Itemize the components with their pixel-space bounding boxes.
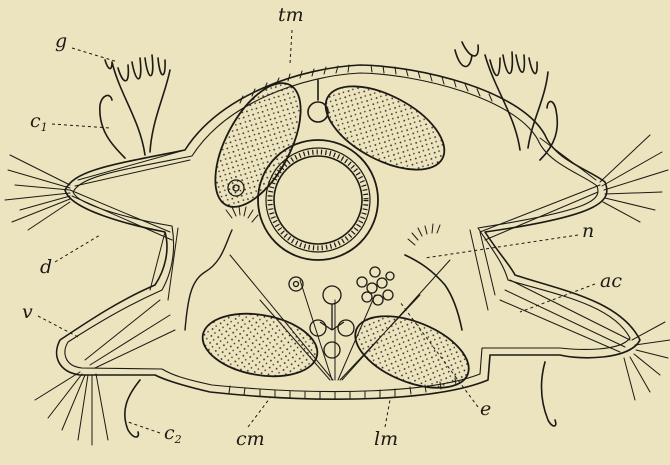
leader-d	[55, 235, 100, 262]
ventral-vessel	[323, 286, 341, 304]
nephridium-canal-left	[185, 230, 232, 330]
leader-g	[72, 48, 118, 62]
label-d: d	[40, 258, 52, 277]
leader-c2	[128, 422, 160, 433]
label-c2-base: c	[164, 422, 175, 444]
label-c1-sub: 1	[41, 121, 48, 134]
setae-right-lower	[624, 322, 670, 400]
label-tm: tm	[278, 6, 304, 25]
ventral-nerve-bottom	[324, 342, 340, 358]
label-cm: cm	[236, 430, 265, 449]
nephridium-canal-right	[405, 255, 462, 330]
setae-right-upper	[600, 135, 668, 222]
nephridial-cilia-right	[408, 224, 440, 245]
label-g: g	[55, 32, 67, 51]
leader-v	[38, 316, 80, 338]
egg	[373, 295, 383, 305]
leader-cm	[248, 398, 270, 427]
label-c2: c2	[164, 424, 182, 445]
ventral-muscle-left	[198, 305, 323, 384]
egg	[386, 272, 394, 280]
cell-center-inner	[294, 282, 299, 287]
setae-left-lower	[35, 372, 108, 445]
label-c1: c1	[30, 112, 48, 133]
label-n: n	[582, 222, 594, 241]
leader-tm	[290, 30, 292, 64]
label-c1-base: c	[30, 110, 41, 132]
label-ac: ac	[600, 272, 622, 291]
label-e: e	[480, 400, 491, 419]
egg	[357, 277, 367, 287]
intestine-inner	[274, 156, 362, 244]
ventral-cirrus-left	[125, 380, 140, 437]
ventral-nerve-right	[338, 320, 354, 336]
label-lm: lm	[374, 430, 398, 449]
gill-left	[105, 55, 170, 155]
ventral-nerve-left	[310, 320, 326, 336]
label-v: v	[22, 303, 33, 322]
leader-lm	[385, 400, 390, 427]
egg	[367, 283, 377, 293]
ventral-nerve-stalk	[320, 304, 344, 330]
egg	[362, 292, 372, 302]
label-c2-sub: 2	[175, 433, 182, 446]
setae-left-upper	[5, 155, 70, 230]
egg	[377, 278, 387, 288]
ventral-cirrus-right	[542, 362, 556, 426]
cirrus-left	[100, 95, 125, 158]
nephridial-cilia-left	[226, 206, 258, 222]
egg	[383, 290, 393, 300]
egg	[370, 267, 380, 277]
